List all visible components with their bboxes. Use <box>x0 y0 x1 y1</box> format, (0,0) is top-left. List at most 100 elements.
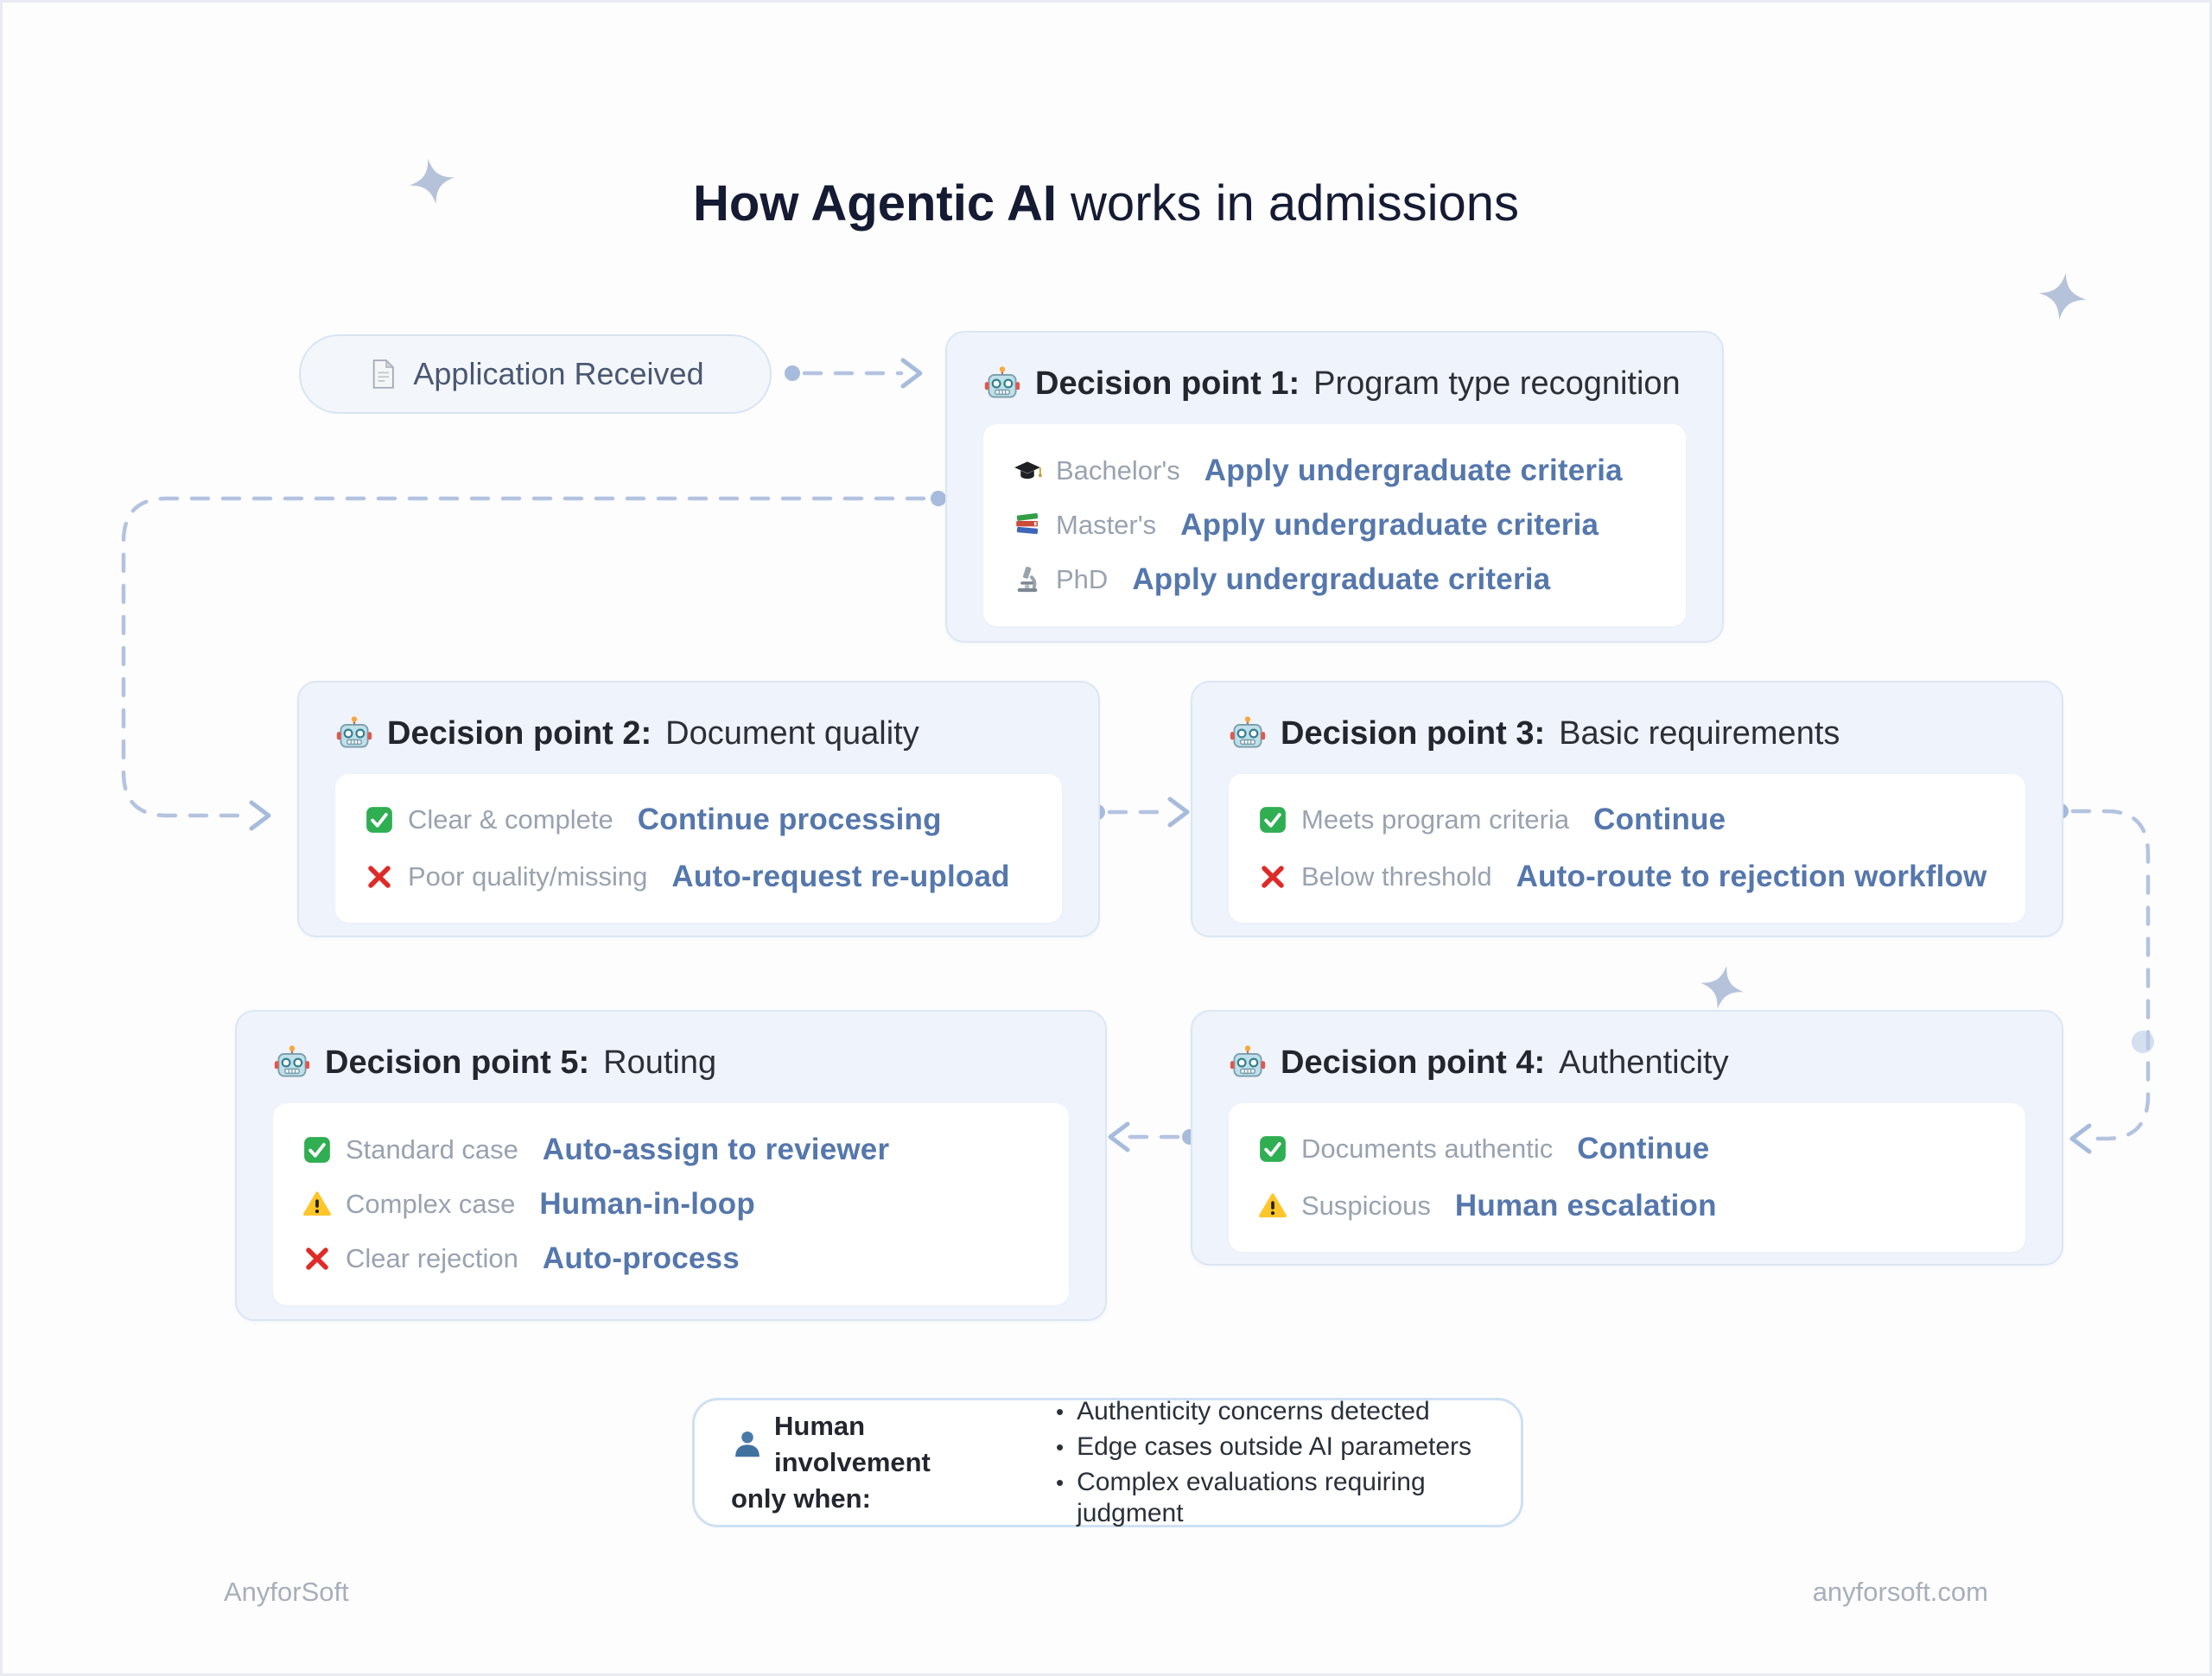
row-action: Auto-process <box>542 1241 740 1275</box>
website-url: anyforsoft.com <box>1812 1577 1988 1607</box>
decision-point-2-heading-rest: Document quality <box>665 715 919 752</box>
row-action: Continue processing <box>637 803 942 836</box>
decision-point-5-heading-rest: Routing <box>603 1044 717 1081</box>
connector-start-to-dp1 <box>785 358 923 389</box>
connector-dp4-to-dp5 <box>1108 1121 1198 1152</box>
row-label: Suspicious <box>1301 1190 1431 1221</box>
decision-row: PhD Apply undergraduate criteria <box>1013 562 1656 597</box>
decision-point-2-box: Decision point 2: Document quality Clear… <box>297 681 1100 937</box>
decision-row: Documents authentic Continue <box>1258 1132 1996 1166</box>
row-action: Auto-route to rejection workflow <box>1516 860 1987 893</box>
row-label: Meets program criteria <box>1301 804 1570 835</box>
decision-point-3-heading-bold: Decision point 3: <box>1281 715 1546 752</box>
bullet-item: • Complex evaluations requiring judgment <box>1056 1467 1484 1529</box>
row-label: PhD <box>1056 564 1109 594</box>
row-action: Apply undergraduate criteria <box>1180 508 1599 542</box>
row-action: Auto-request re-upload <box>671 860 1010 893</box>
decision-point-4-card: Documents authentic Continue Suspicious … <box>1229 1103 2025 1252</box>
decision-point-1-card: Bachelor's Apply undergraduate criteria … <box>983 424 1686 626</box>
bullet-text: Edge cases outside AI parameters <box>1077 1432 1472 1461</box>
decision-row: Master's Apply undergraduate criteria <box>1013 508 1656 543</box>
books-icon <box>1013 511 1042 540</box>
bullet-marker: • <box>1056 1470 1065 1495</box>
warning-icon <box>302 1190 332 1219</box>
sparkle-star-icon <box>403 152 461 210</box>
human-involvement-note: Human involvement only when: • Authentic… <box>692 1396 1523 1529</box>
human-involvement-bullets: • Authenticity concerns detected • Edge … <box>1056 1396 1484 1529</box>
decision-point-3-heading-rest: Basic requirements <box>1559 715 1840 752</box>
decision-row: Below threshold Auto-route to rejection … <box>1258 860 1996 894</box>
cross-icon <box>1258 862 1287 892</box>
decision-point-5-heading: Decision point 5: Routing <box>273 1043 1069 1082</box>
decision-point-5-heading-bold: Decision point 5: <box>325 1044 590 1081</box>
decision-point-1-heading: Decision point 1: Program type recogniti… <box>983 364 1686 403</box>
robot-icon <box>983 365 1021 403</box>
robot-icon <box>335 714 373 752</box>
bullet-marker: • <box>1056 1434 1065 1460</box>
check-icon <box>302 1135 332 1165</box>
decision-point-4-box: Decision point 4: Authenticity Documents… <box>1191 1010 2063 1266</box>
row-action: Apply undergraduate criteria <box>1132 562 1551 596</box>
decision-row: Clear & complete Continue processing <box>365 803 1033 837</box>
decision-point-5-card: Standard case Auto-assign to reviewer Co… <box>273 1103 1069 1305</box>
human-heading-line2: only when: <box>731 1483 871 1514</box>
row-label: Master's <box>1056 510 1157 540</box>
bullet-text: Complex evaluations requiring judgment <box>1077 1468 1426 1527</box>
page-title: How Agentic AI works in admissions <box>3 175 2209 232</box>
check-icon <box>365 805 394 835</box>
row-label: Standard case <box>346 1134 518 1165</box>
row-action: Apply undergraduate criteria <box>1204 454 1623 487</box>
person-icon <box>731 1428 764 1461</box>
row-label: Bachelor's <box>1056 455 1180 486</box>
graduation-cap-icon <box>1013 456 1042 486</box>
sparkle-star-icon <box>2033 267 2092 326</box>
microscope-icon <box>1013 565 1042 594</box>
start-node-label: Application Received <box>413 356 704 391</box>
row-label: Clear rejection <box>346 1243 518 1273</box>
decision-point-4-heading-bold: Decision point 4: <box>1281 1044 1546 1081</box>
cross-icon <box>365 862 394 892</box>
row-label: Documents authentic <box>1301 1133 1554 1164</box>
decision-point-1-box: Decision point 1: Program type recogniti… <box>945 331 1724 643</box>
row-label: Clear & complete <box>408 804 613 835</box>
robot-icon <box>1229 1044 1267 1082</box>
check-icon <box>1258 1134 1287 1164</box>
decision-point-3-card: Meets program criteria Continue Below th… <box>1229 774 2025 923</box>
check-icon <box>1258 805 1287 835</box>
row-label: Below threshold <box>1301 861 1492 892</box>
decision-point-5-box: Decision point 5: Routing Standard case … <box>235 1010 1107 1321</box>
page-title-rest: works in admissions <box>1071 175 1519 232</box>
decision-point-2-card: Clear & complete Continue processing Poo… <box>335 774 1062 923</box>
decision-row: Complex case Human-in-loop <box>302 1187 1039 1222</box>
row-label: Poor quality/missing <box>408 861 648 892</box>
cross-icon <box>302 1244 332 1273</box>
bullet-item: • Edge cases outside AI parameters <box>1056 1432 1484 1463</box>
robot-icon <box>273 1044 311 1082</box>
page-title-bold: How Agentic AI <box>693 175 1058 232</box>
decision-point-3-box: Decision point 3: Basic requirements Mee… <box>1191 681 2063 937</box>
bullet-marker: • <box>1056 1399 1065 1425</box>
decision-row: Standard case Auto-assign to reviewer <box>302 1133 1039 1167</box>
row-action: Human escalation <box>1454 1189 1717 1222</box>
bullet-item: • Authenticity concerns detected <box>1056 1396 1484 1427</box>
document-icon <box>366 358 399 390</box>
brand-name: AnyforSoft <box>224 1577 349 1607</box>
human-involvement-heading: Human involvement only when: <box>731 1408 1016 1517</box>
decision-row: Poor quality/missing Auto-request re-upl… <box>365 860 1033 894</box>
decision-row: Clear rejection Auto-process <box>302 1241 1039 1276</box>
decision-point-1-heading-bold: Decision point 1: <box>1035 365 1300 402</box>
sparkle-star-icon <box>1694 959 1751 1016</box>
bullet-text: Authenticity concerns detected <box>1077 1397 1430 1425</box>
row-action: Continue <box>1577 1132 1710 1165</box>
connector-dp3-to-dp4 <box>2053 803 2154 1154</box>
connector-dp2-to-dp3 <box>1090 797 1190 828</box>
decision-point-2-heading-bold: Decision point 2: <box>387 715 652 752</box>
decision-point-1-heading-rest: Program type recognition <box>1313 365 1681 402</box>
row-action: Auto-assign to reviewer <box>542 1133 890 1166</box>
connector-dp1-to-dp2 <box>121 491 946 831</box>
decision-point-4-heading: Decision point 4: Authenticity <box>1229 1043 2025 1082</box>
start-node-application-received: Application Received <box>299 334 772 414</box>
row-action: Continue <box>1593 803 1726 836</box>
decision-row: Suspicious Human escalation <box>1258 1189 1996 1223</box>
